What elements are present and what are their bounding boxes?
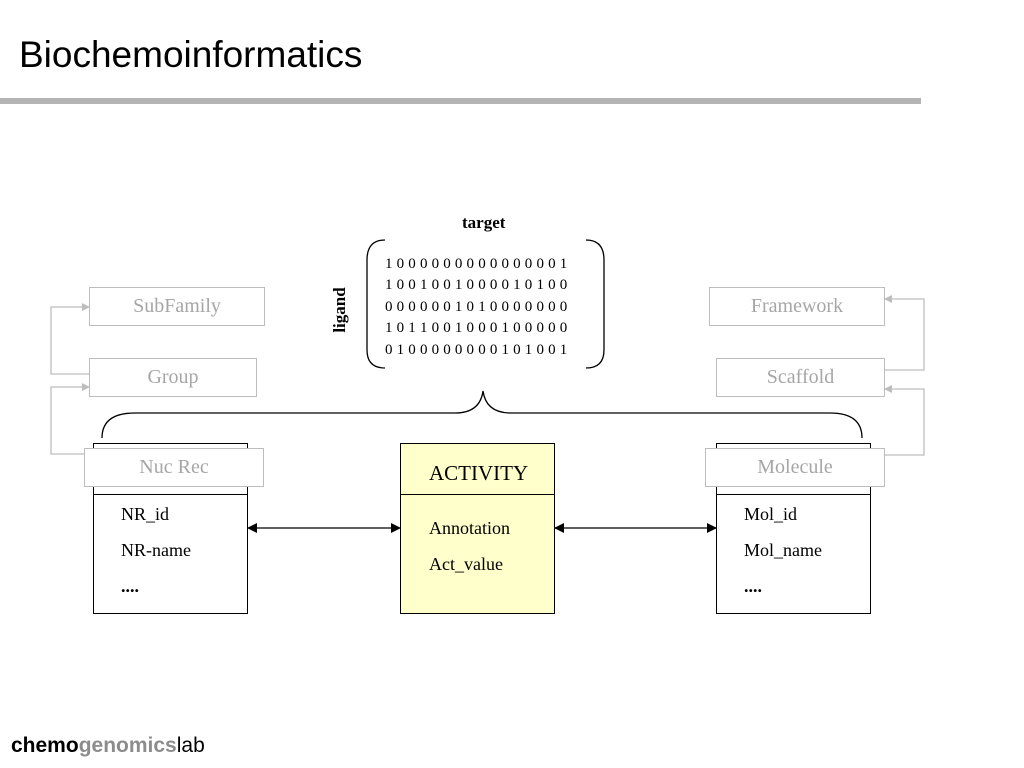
nucrec-box: Nuc Rec [84,448,264,487]
activity-field: Act_value [429,554,503,574]
molecule-field: Mol_id [744,504,798,524]
matrix-row: 0 1 0 0 0 0 0 0 0 0 1 0 1 0 0 1 [385,341,568,358]
slide-title: Biochemoinformatics [19,34,363,75]
footer-logo: chemogenomicslab [11,734,205,758]
activity-table-divider [401,494,554,495]
receptor-table-divider [94,494,247,495]
matrix-row: 1 0 0 1 0 0 1 0 0 0 0 1 0 1 0 0 [385,277,568,294]
framework-label: Framework [750,295,844,317]
scaffold-label: Scaffold [766,366,835,388]
activity-header: ACTIVITY [429,461,529,485]
curly-brace [101,390,863,439]
left-connector-nucrec-group [50,383,90,455]
logo-chemo: chemo [11,734,79,757]
receptor-field-more: .... [121,576,139,596]
nucrec-label: Nuc Rec [139,456,209,478]
logo-genomics: genomics [78,734,177,757]
left-connector-group-subfamily [50,303,90,375]
matrix-row: 1 0 1 1 0 0 1 0 0 0 1 0 0 0 0 0 [385,320,568,337]
scaffold-box: Scaffold [716,358,885,397]
molecule-label: Molecule [757,456,833,478]
matrix-row: 1 0 0 0 0 0 0 0 0 0 0 0 0 0 0 1 [385,256,568,272]
molecule-field-more: .... [744,576,762,596]
right-connector-molecule-scaffold [884,385,925,456]
title-divider [0,98,921,104]
molecule-field: Mol_name [744,540,822,560]
group-box: Group [89,358,257,397]
subfamily-label: SubFamily [133,295,221,317]
matrix-right-bracket [585,239,605,369]
receptor-field: NR-name [121,540,191,560]
molecule-box: Molecule [705,448,885,487]
framework-box: Framework [709,287,885,326]
activity-table: ACTIVITY Annotation Act_value [400,443,555,614]
activity-field: Annotation [429,518,510,538]
matrix-row: 0 0 0 0 0 0 1 0 1 0 0 0 0 0 0 0 [385,298,568,315]
right-connector-scaffold-framework [884,295,925,371]
ligand-label: ligand [330,287,349,333]
target-label: target [462,213,506,232]
interaction-matrix: 1 0 0 0 0 0 0 0 0 0 0 0 0 0 0 1 1 0 0 1 … [385,254,567,361]
logo-lab: lab [176,734,205,757]
receptor-field: NR_id [121,504,170,524]
molecule-table-divider [717,494,870,495]
matrix-left-bracket [366,239,386,369]
group-label: Group [147,366,199,388]
subfamily-box: SubFamily [89,287,265,326]
